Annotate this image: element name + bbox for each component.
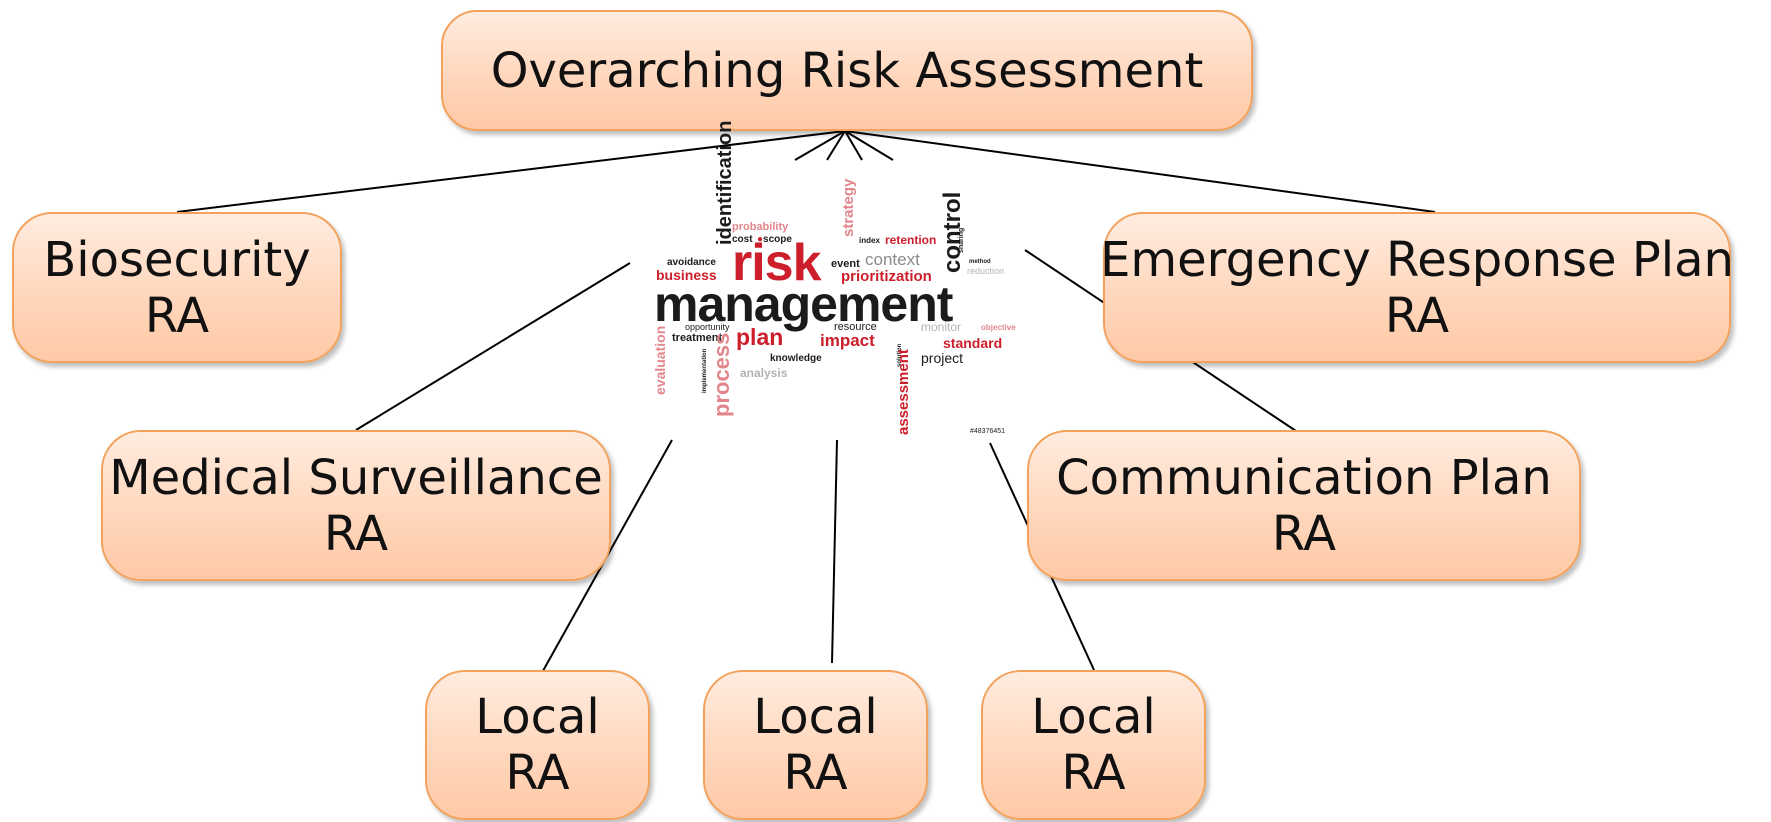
overarching-risk-assessment-node: Overarching Risk Assessment	[441, 10, 1253, 131]
node-label: Communication Plan	[1056, 449, 1552, 506]
local-ra-node-3: Local RA	[981, 670, 1206, 820]
word-method: method	[969, 259, 991, 265]
word-sharing: sharing	[958, 227, 965, 253]
word-process: process	[709, 332, 734, 417]
node-label: Local	[475, 689, 600, 745]
word-knowledge: knowledge	[770, 353, 822, 364]
word-cost: cost	[732, 234, 753, 245]
word-analysis: analysis	[740, 366, 788, 380]
word-assessment: assessment	[895, 349, 912, 435]
word-reduction: reduction	[967, 266, 1005, 276]
word-retention: retention	[885, 233, 937, 247]
word-avoidance: avoidance	[667, 257, 716, 268]
connector-root-fan-4	[844, 130, 894, 161]
local-ra-node-1: Local RA	[425, 670, 650, 820]
risk-management-word-cloud: identification probability strategy cont…	[615, 121, 1035, 445]
emergency-response-plan-ra-node: Emergency Response Plan RA	[1100, 212, 1734, 363]
node-label: Overarching Risk Assessment	[490, 42, 1204, 99]
connector-root-biosecurity	[176, 130, 846, 213]
word-treatment: treatment	[672, 332, 723, 344]
connector-root-fan-3	[844, 130, 863, 161]
word-opportunity: opportunity	[685, 322, 730, 332]
biosecurity-ra-node: Biosecurity RA	[12, 212, 342, 363]
connector-root-fan-2	[826, 130, 846, 161]
connector-root-fan-1	[794, 130, 846, 161]
node-label: Biosecurity	[43, 231, 311, 288]
word-index: index	[859, 236, 880, 245]
word-monitor: monitor	[921, 320, 962, 334]
node-sublabel: RA	[144, 287, 210, 344]
word-scope-text: scope	[763, 234, 792, 245]
local-ra-node-2: Local RA	[703, 670, 928, 820]
node-sublabel: RA	[1271, 505, 1337, 562]
word-evaluation: evaluation	[652, 325, 668, 395]
node-sublabel: RA	[1384, 287, 1450, 344]
node-sublabel: RA	[1061, 745, 1126, 801]
word-objective: objective	[981, 323, 1016, 332]
word-plan: plan	[736, 324, 784, 350]
node-sublabel: RA	[323, 505, 389, 562]
stock-image-id: #48376451	[970, 428, 1006, 435]
word-scope: ●scope	[757, 234, 792, 245]
word-management: management	[654, 276, 953, 332]
node-label: Local	[1031, 689, 1156, 745]
word-business: business	[656, 267, 717, 283]
node-sublabel: RA	[505, 745, 570, 801]
word-risk: risk	[732, 234, 822, 292]
medical-surveillance-ra-node: Medical Surveillance RA	[101, 430, 611, 581]
connector-root-emergency	[844, 130, 1436, 213]
connector-cloud-local2	[831, 439, 838, 664]
word-prioritization: prioritization	[841, 268, 932, 285]
node-label: Medical Surveillance	[109, 449, 603, 506]
communication-plan-ra-node: Communication Plan RA	[1027, 430, 1581, 581]
word-strategy: strategy	[840, 178, 857, 237]
node-label: Local	[753, 689, 878, 745]
word-context: context	[865, 250, 920, 269]
node-label: Emergency Response Plan	[1100, 231, 1734, 288]
word-resource: resource	[834, 321, 877, 333]
word-project: project	[921, 350, 964, 366]
connector-cloud-medical	[355, 262, 631, 431]
word-implementation: implementation	[702, 348, 708, 393]
word-event: event	[831, 258, 860, 270]
word-impact: impact	[820, 331, 875, 350]
node-sublabel: RA	[783, 745, 848, 801]
word-standard: standard	[943, 335, 1003, 351]
word-probability: probability	[732, 221, 789, 233]
